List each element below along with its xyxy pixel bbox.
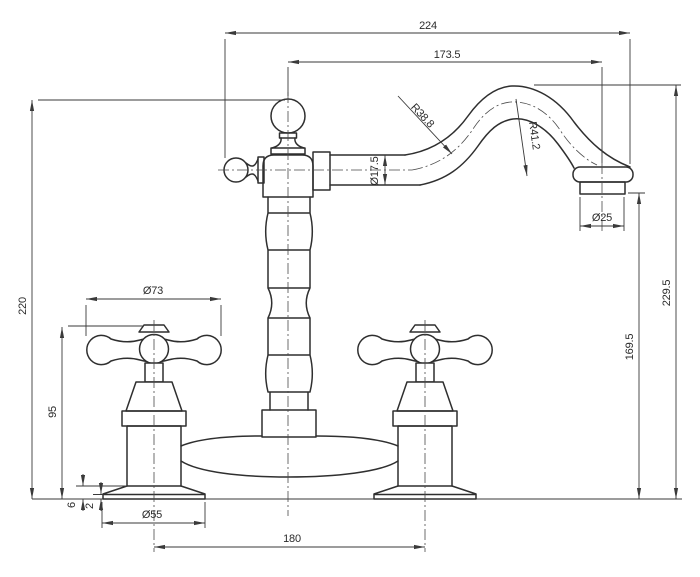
label-spout-reach: 173.5 bbox=[434, 49, 461, 61]
dimension-labels: 224 173.5 220 229.5 169.5 Ø17.5 Ø25 Ø73 … bbox=[17, 20, 673, 545]
radius-leader-outer bbox=[515, 98, 528, 177]
label-hole-spacing: 180 bbox=[283, 533, 301, 545]
label-outlet-height: 169.5 bbox=[624, 334, 636, 361]
column-base-block bbox=[261, 409, 317, 438]
label-flange-height: 6 bbox=[66, 502, 78, 508]
left-ball-neck bbox=[245, 158, 259, 182]
spout-collar-nut bbox=[312, 151, 331, 191]
label-outlet-dia: Ø25 bbox=[592, 212, 612, 224]
centerlines bbox=[153, 92, 603, 552]
spout-curve-inner bbox=[419, 118, 575, 186]
label-flange-lip: 2 bbox=[84, 503, 96, 509]
label-overall-width: 224 bbox=[419, 20, 437, 32]
dimension-lines bbox=[29, 30, 681, 550]
label-tube-dia: Ø17.5 bbox=[369, 156, 381, 185]
label-radius-inner: R38.8 bbox=[408, 101, 436, 130]
radius-leader-inner bbox=[397, 95, 453, 155]
column-baluster bbox=[265, 196, 313, 411]
outlet-collar bbox=[572, 166, 634, 183]
label-base-dia: Ø55 bbox=[142, 509, 162, 521]
aerator bbox=[579, 181, 626, 195]
label-height-right: 229.5 bbox=[661, 280, 673, 307]
spout-curve-outer bbox=[404, 85, 631, 168]
bridge-bottom-edge bbox=[180, 460, 399, 478]
label-handle-height: 95 bbox=[47, 406, 59, 418]
label-radius-outer: R41.2 bbox=[526, 121, 542, 151]
bridge-top-edge bbox=[180, 435, 399, 447]
label-height-left: 220 bbox=[17, 297, 29, 315]
extension-lines bbox=[38, 39, 681, 528]
spout-tube bbox=[329, 154, 421, 186]
faucet-outline bbox=[32, 85, 682, 500]
spout-curve-centerline bbox=[411, 101, 598, 171]
label-handle-width: Ø73 bbox=[143, 285, 163, 297]
